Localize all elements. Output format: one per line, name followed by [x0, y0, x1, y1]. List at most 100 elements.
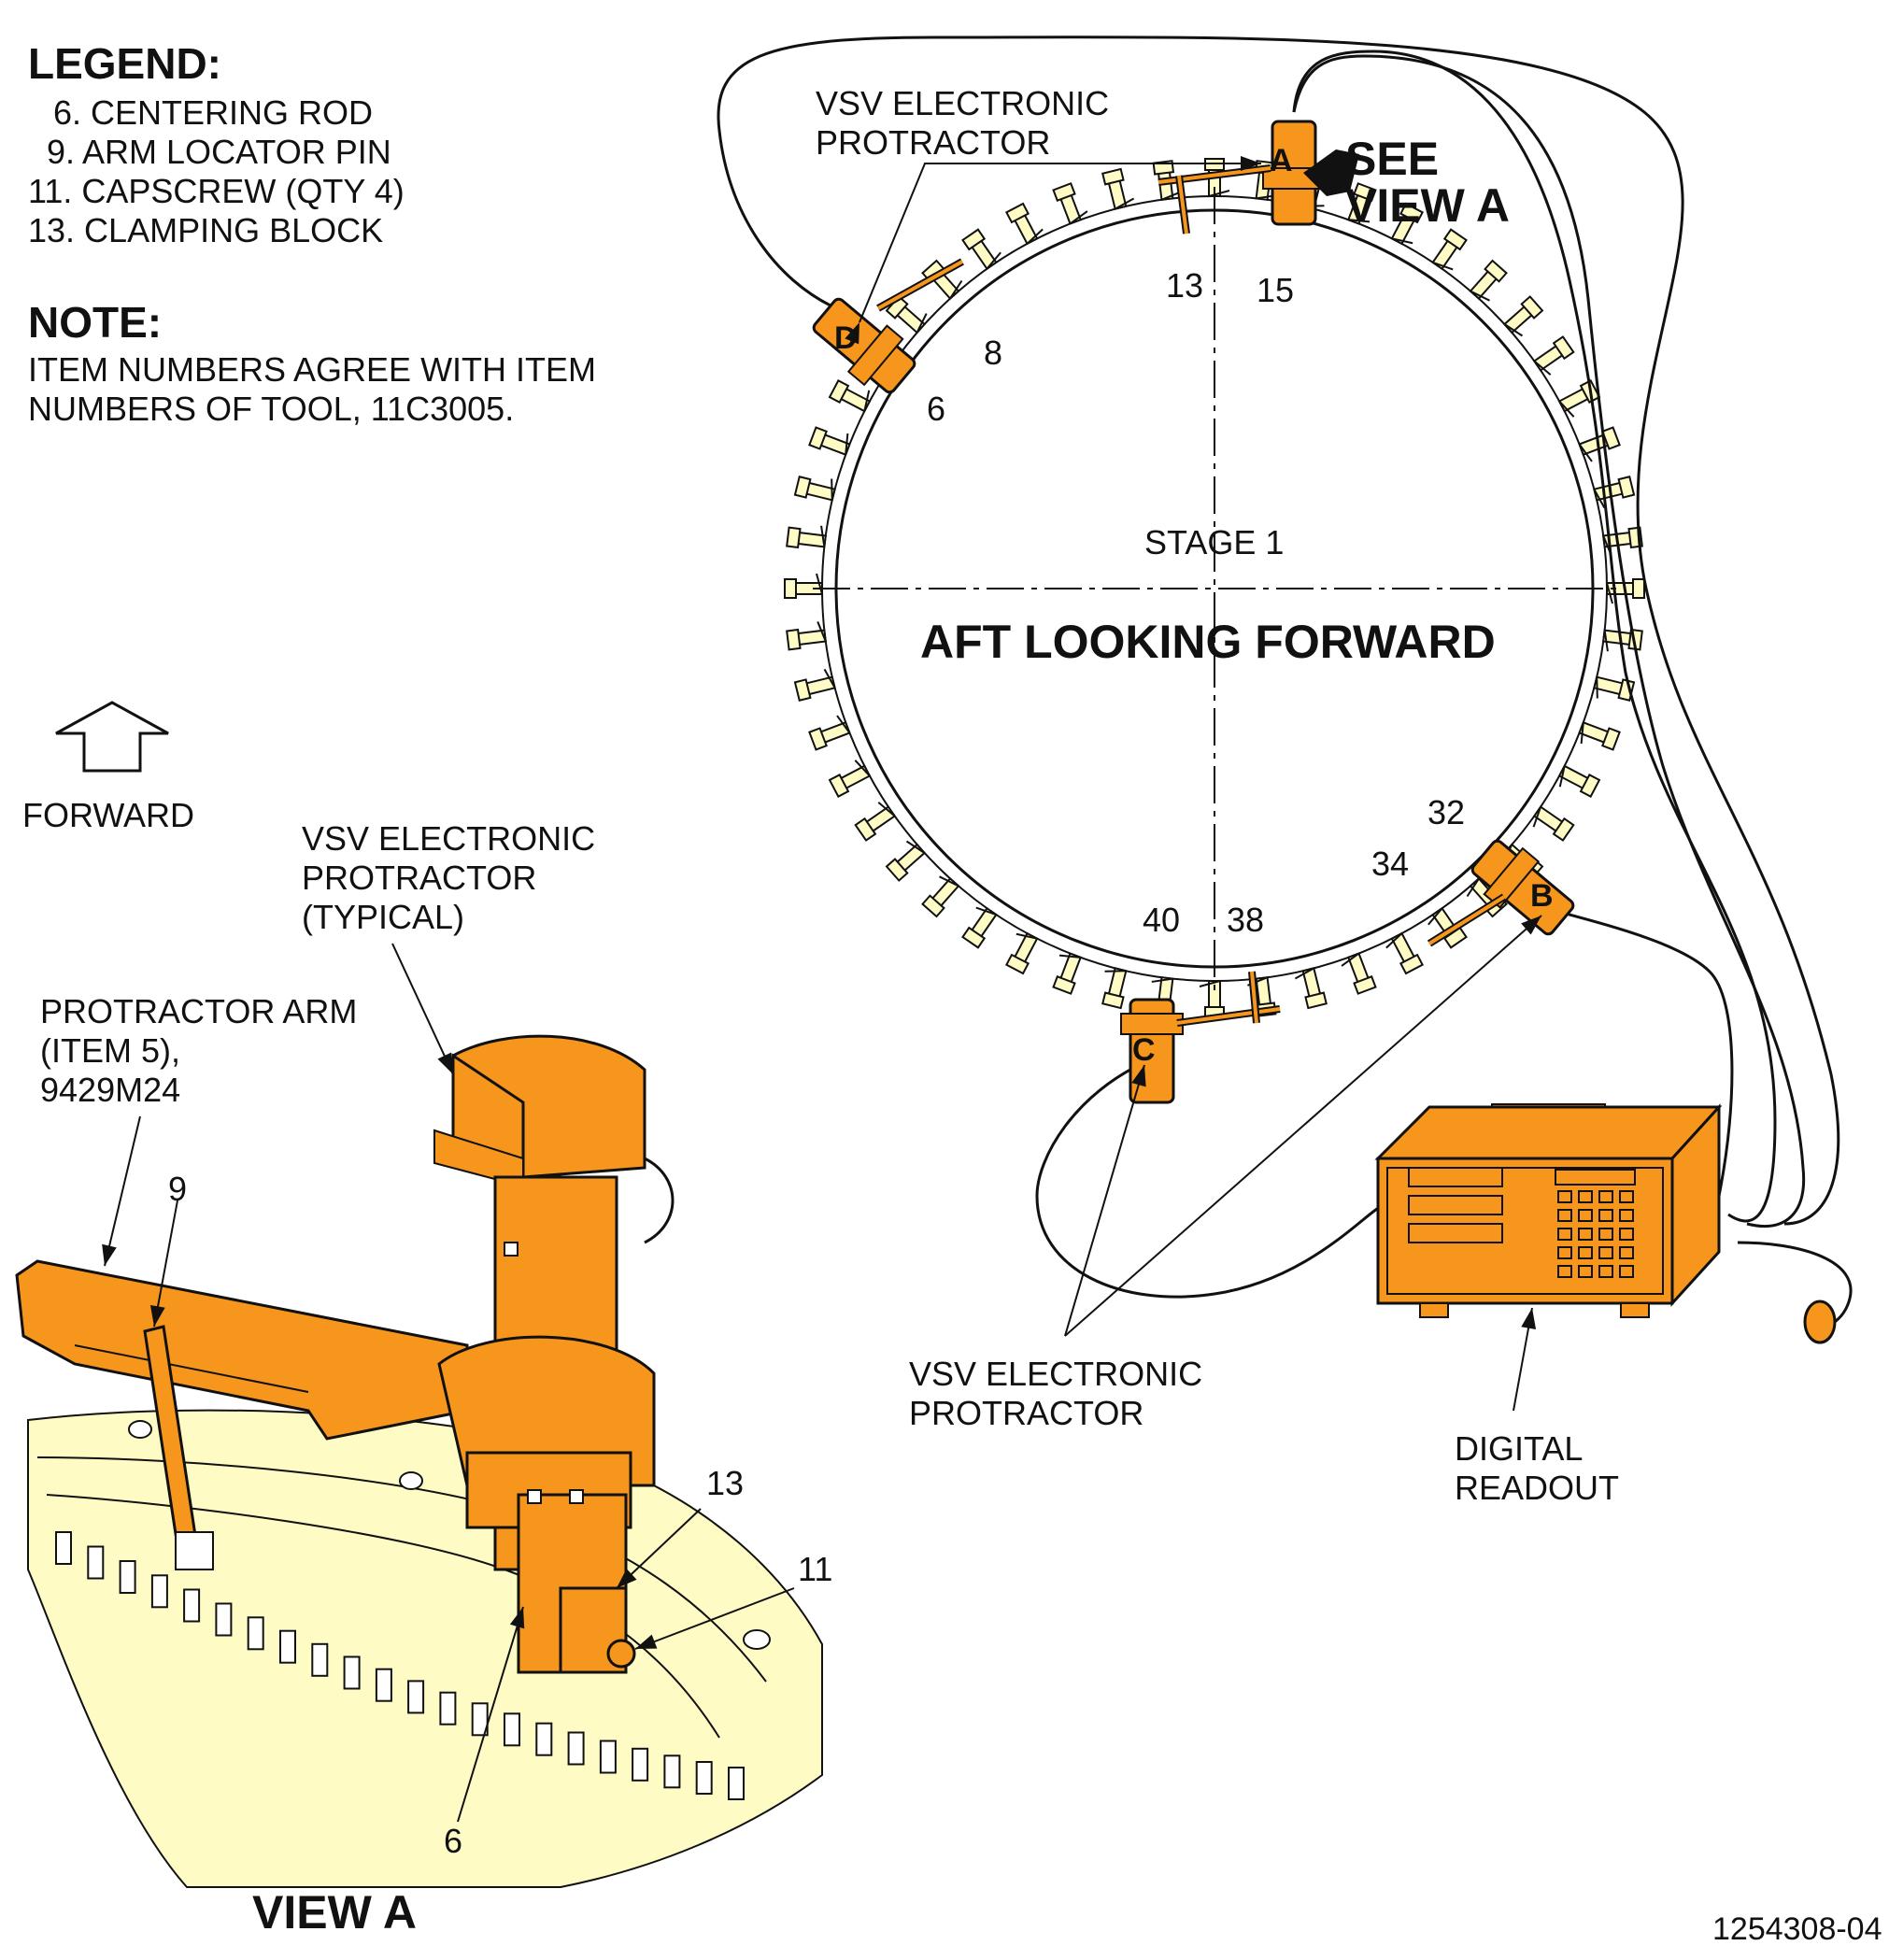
- arm-locator-pin: [143, 1325, 214, 1570]
- keypad-key: [1598, 1209, 1613, 1222]
- stage-label: STAGE 1: [1144, 523, 1285, 561]
- keypad-key: [1557, 1209, 1572, 1222]
- arm-label: (ITEM 5),: [40, 1031, 180, 1070]
- case-slot: [87, 1545, 105, 1580]
- case-slot: [119, 1560, 136, 1594]
- note-heading: NOTE:: [28, 298, 163, 347]
- vane-lever: [1101, 167, 1135, 210]
- vane-number: 6: [927, 390, 946, 428]
- vane-lever: [1052, 952, 1082, 995]
- callout-number: 6: [444, 1822, 463, 1860]
- vane-lever: [921, 875, 960, 918]
- arm-label: 9429M24: [40, 1071, 181, 1109]
- see-view-label: VIEW A: [1345, 179, 1510, 232]
- vane-lever: [1503, 295, 1544, 337]
- vane-lever: [828, 379, 872, 413]
- case-slot: [215, 1602, 233, 1637]
- protractor-d: [812, 297, 916, 394]
- keypad-key: [1557, 1265, 1572, 1278]
- vane-lever: [793, 476, 836, 502]
- keypad-key: [1619, 1265, 1634, 1278]
- callout-number: 13: [706, 1464, 745, 1502]
- protractor-letter: C: [1132, 1032, 1156, 1068]
- vane-lever: [1199, 980, 1225, 1019]
- vane-lever: [885, 840, 926, 882]
- protractor-label-bottom: PROTRACTOR: [909, 1394, 1144, 1432]
- callout-number: 9: [168, 1170, 188, 1208]
- vane-lever: [1578, 721, 1621, 751]
- case-slot: [632, 1747, 649, 1782]
- vane-number: 13: [1166, 266, 1204, 305]
- keypad-key: [1557, 1228, 1572, 1241]
- vane-lever: [1593, 476, 1636, 509]
- legend-heading: LEGEND:: [28, 39, 221, 88]
- vane-number: 8: [984, 334, 1003, 372]
- view-a-engine-case: [27, 1409, 823, 1888]
- vane-lever: [1578, 426, 1621, 462]
- keypad-key: [1557, 1190, 1572, 1203]
- case-slot: [279, 1629, 296, 1664]
- see-view-label: SEE: [1345, 133, 1440, 185]
- keypad-key: [1578, 1246, 1593, 1259]
- case-slot: [407, 1680, 425, 1714]
- vane-lever: [1469, 259, 1508, 302]
- digital-readout-unit: [1374, 1103, 1837, 1344]
- case-slot: [504, 1712, 520, 1747]
- legend-item: 11. CAPSCREW (QTY 4): [28, 172, 405, 210]
- vane-lever: [1005, 931, 1039, 975]
- case-slot: [599, 1740, 617, 1774]
- case-slot: [567, 1731, 585, 1766]
- keypad-key: [1619, 1209, 1634, 1222]
- note-line: NUMBERS OF TOOL, 11C3005.: [28, 390, 515, 428]
- vane-number: 40: [1143, 901, 1181, 939]
- vane-lever: [1294, 967, 1328, 1010]
- vane-lever: [786, 621, 827, 651]
- keypad-key: [1578, 1209, 1593, 1222]
- protractor-cables: [717, 36, 1853, 1328]
- vane-lever: [808, 426, 851, 456]
- view-a-protractor-label: PROTRACTOR: [302, 859, 537, 897]
- vane-lever: [1052, 182, 1088, 225]
- keypad-key: [1578, 1265, 1593, 1278]
- vane-lever: [784, 573, 823, 599]
- protractor-b: [1470, 839, 1575, 936]
- keypad-key: [1598, 1190, 1613, 1203]
- arm-label: PROTRACTOR ARM: [40, 992, 358, 1030]
- protractor-letter: D: [834, 320, 858, 356]
- vane-lever: [1005, 202, 1044, 246]
- see-view-pointer: [1303, 149, 1359, 196]
- protractor-arm: [15, 1259, 469, 1441]
- vane-number: 32: [1427, 793, 1466, 831]
- protractor-label-top: VSV ELECTRONIC: [816, 84, 1110, 122]
- protractor-a: [1158, 120, 1326, 234]
- legend-item: 13. CLAMPING BLOCK: [28, 211, 384, 249]
- vane-lever: [1347, 182, 1377, 225]
- vane-lever: [808, 715, 851, 751]
- vane-lever: [1390, 202, 1424, 246]
- view-a-title: VIEW A: [252, 1886, 417, 1939]
- callout-number: 11: [798, 1550, 833, 1588]
- vane-lever: [961, 906, 998, 949]
- readout-label: DIGITAL: [1455, 1429, 1584, 1468]
- case-slot: [728, 1767, 745, 1800]
- keypad-key: [1598, 1246, 1613, 1259]
- vane-lever: [1341, 952, 1377, 995]
- readout-label: READOUT: [1455, 1469, 1620, 1507]
- keypad-key: [1619, 1190, 1634, 1203]
- forward-arrow-icon: [55, 701, 169, 773]
- case-slot: [247, 1616, 264, 1651]
- protractor-label-top: PROTRACTOR: [816, 123, 1051, 162]
- case-slot: [343, 1655, 361, 1690]
- vane-lever: [1431, 228, 1468, 271]
- vane-lever: [1557, 764, 1601, 798]
- vane-number: 38: [1227, 901, 1265, 939]
- keypad-key: [1578, 1190, 1593, 1203]
- protractor-letter: B: [1530, 878, 1554, 914]
- keypad-key: [1598, 1265, 1613, 1278]
- keypad-key: [1619, 1246, 1634, 1259]
- vane-lever: [786, 525, 827, 549]
- keypad-key: [1578, 1228, 1593, 1241]
- vane-lever: [793, 668, 836, 702]
- vane-lever: [1532, 335, 1575, 376]
